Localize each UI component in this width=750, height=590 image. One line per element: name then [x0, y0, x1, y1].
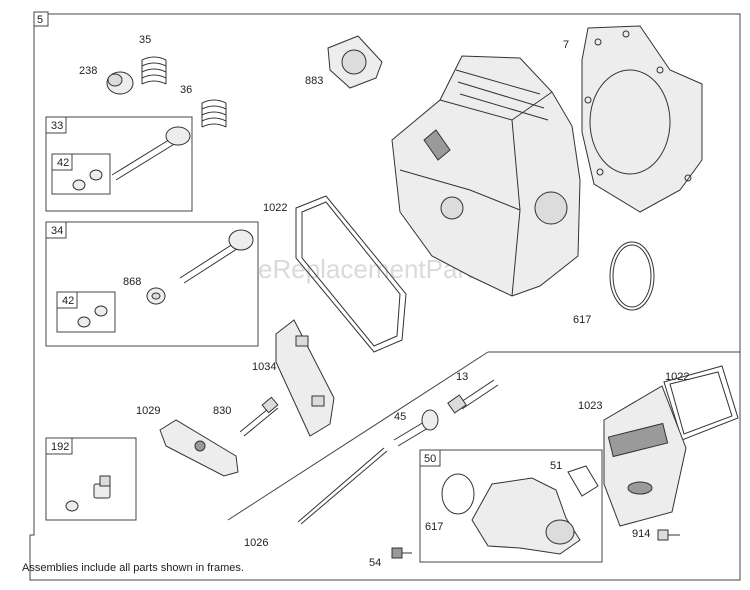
label-1029: 1029: [136, 405, 160, 417]
label-1022-left: 1022: [263, 202, 287, 214]
frame-192-tag: [45, 437, 73, 455]
label-830: 830: [213, 405, 231, 417]
label-1023: 1023: [578, 400, 602, 412]
valve-retainer-b: [77, 305, 108, 328]
valve-spring-35: [141, 56, 167, 85]
exhaust-valve: [111, 126, 191, 181]
valve-guide-plate-1034: [275, 319, 335, 437]
assembly-footnote: Assemblies include all parts shown in fr…: [22, 562, 244, 574]
label-883: 883: [305, 75, 323, 87]
exhaust-gasket-883: [327, 35, 383, 89]
frame-192-label: 192: [51, 441, 69, 453]
divider-line: [227, 351, 489, 521]
intake-valve: [179, 229, 254, 284]
frame-33-tag: [45, 116, 67, 134]
cylinder-head: [391, 55, 581, 297]
frame-50: [419, 449, 603, 563]
frame-42-a-tag: [51, 153, 73, 171]
frame-42-a-label: 42: [57, 157, 69, 169]
intake-manifold: [471, 477, 581, 555]
valve-spring-36: [201, 99, 227, 128]
rocker-cover-gasket-1022-left: [295, 195, 407, 353]
label-35: 35: [139, 34, 151, 46]
section-tag-box: [33, 11, 49, 27]
frame-50-label: 50: [424, 453, 436, 465]
screw-914: [657, 529, 680, 541]
section-frame: [29, 13, 741, 581]
rocker-arm-1029: [159, 419, 239, 477]
label-617-right: 617: [573, 314, 591, 326]
bolt-13: [447, 379, 499, 414]
label-238: 238: [79, 65, 97, 77]
rocker-stud-830: [239, 396, 279, 437]
label-45: 45: [394, 411, 406, 423]
frame-50-tag: [419, 449, 441, 467]
frame-42-b-tag: [56, 291, 78, 309]
gasket-51: [567, 465, 599, 497]
rocker-cover-gasket-1022-right: [663, 365, 739, 441]
valve-seal-868: [146, 287, 166, 305]
label-36: 36: [180, 84, 192, 96]
kit-192-parts: [65, 475, 111, 512]
label-1034: 1034: [252, 361, 276, 373]
label-54: 54: [369, 557, 381, 569]
label-914: 914: [632, 528, 650, 540]
label-1022-right: 1022: [665, 371, 689, 383]
frame-42-a: [51, 153, 111, 195]
frame-33-label: 33: [51, 120, 63, 132]
label-13: 13: [456, 371, 468, 383]
o-ring-617-right: [609, 241, 655, 311]
frame-42-b-label: 42: [62, 295, 74, 307]
valve-retainer-a: [72, 169, 103, 191]
frame-42-b: [56, 291, 116, 333]
label-7: 7: [563, 39, 569, 51]
frame-33: [45, 116, 193, 212]
label-51: 51: [550, 460, 562, 472]
frame-192: [45, 437, 137, 521]
push-rod-guide-45: [393, 409, 439, 447]
o-ring-617-bottom: [441, 473, 475, 515]
label-1026: 1026: [244, 537, 268, 549]
head-gasket-7: [581, 25, 703, 213]
section-number: 5: [37, 14, 43, 26]
frame-34-tag: [45, 221, 67, 239]
label-868: 868: [123, 276, 141, 288]
rocker-cover-1023: [603, 385, 687, 527]
push-rod-1026: [297, 447, 388, 525]
screw-54: [391, 547, 412, 559]
frame-34: [45, 221, 259, 347]
label-617-bottom: 617: [425, 521, 443, 533]
frame-34-label: 34: [51, 225, 63, 237]
valve-cap-238: [106, 71, 134, 95]
